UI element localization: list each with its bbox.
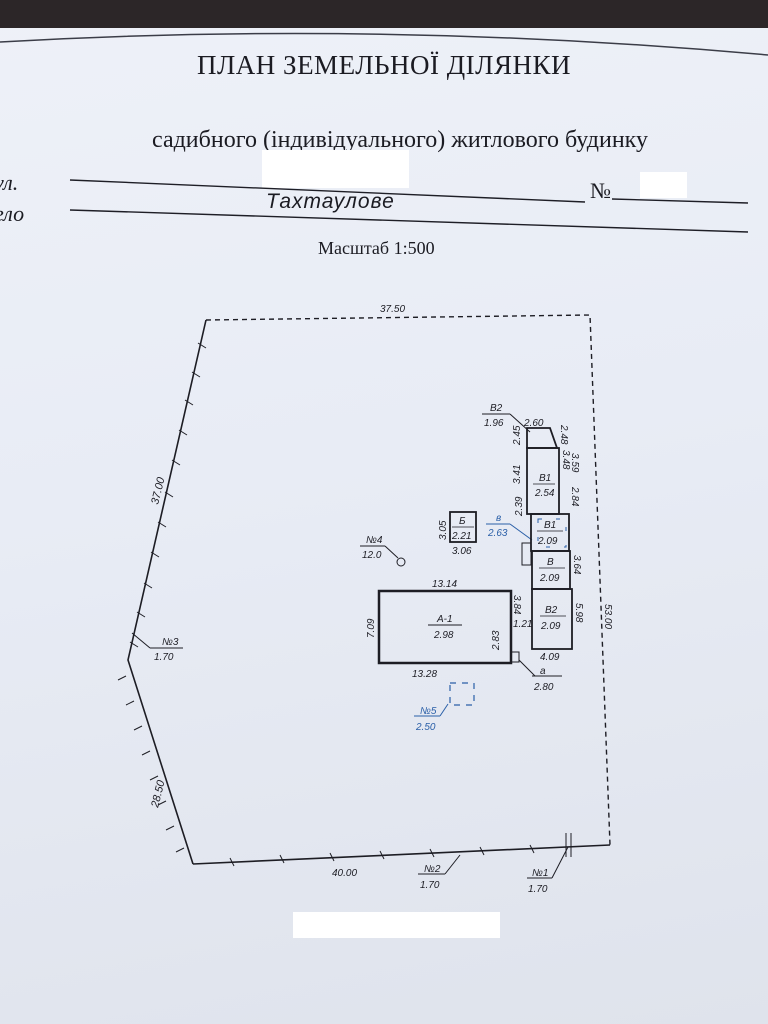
annex-top-width: 2.60 [523, 418, 544, 429]
scale-label: Масштаб 1:500 [318, 238, 435, 258]
annex-v2-height: 2.09 [540, 621, 561, 632]
annex-v1-upper-height: 2.54 [534, 488, 555, 499]
annex-bottom-width: 4.09 [540, 652, 560, 663]
header-frame-line [0, 32, 768, 56]
shed-height: 2.21 [451, 531, 471, 542]
plot-boundary-bottom [192, 844, 611, 865]
number-underline [611, 198, 749, 204]
plot-boundary-left [127, 319, 207, 865]
shed-left-dim: 3.05 [438, 520, 449, 540]
annex-right-dim-6: 5.98 [573, 603, 584, 623]
blue-v-marker: в 2.63 [486, 513, 533, 541]
street-underline [69, 179, 586, 203]
document-title: ПЛАН ЗЕМЕЛЬНОЇ ДІЛЯНКИ [196, 50, 571, 80]
annex-right-dim-2: 3.48 [560, 450, 571, 470]
house-height: 2.98 [433, 630, 454, 641]
house-bottom-dim: 13.28 [412, 669, 437, 680]
annex-v2-top-label: В2 [490, 403, 503, 414]
house-right-dim-1: 3.84 [511, 595, 522, 615]
point-1-number: №1 [532, 868, 548, 879]
street-label: ул. [0, 170, 19, 195]
dim-bottom: 40.00 [332, 868, 357, 879]
house-a1: А-1 2.98 13.14 13.28 7.09 3.84 1.21 2.83 [366, 579, 532, 680]
point-3-value: 1.70 [154, 652, 174, 663]
shed-bottom-dim: 3.06 [452, 546, 472, 557]
blue-v-label: в [496, 513, 501, 524]
dim-left-lower: 28.50 [149, 778, 168, 809]
annex-v1-lower-label: В1 [544, 520, 556, 531]
number-label: № [590, 178, 611, 203]
annex-v1-lower-height: 2.09 [537, 536, 558, 547]
village-underline [69, 209, 749, 233]
fence-ticks [117, 342, 572, 867]
annex-right-dim-1: 2.48 [558, 424, 569, 445]
dim-right: 53.00 [602, 604, 613, 629]
dim-top: 37.50 [380, 304, 405, 315]
house-right-dim-2: 1.21 [513, 619, 532, 630]
annex-v2-top-height: 1.96 [484, 418, 504, 429]
annex-right-dim-5: 3.64 [571, 555, 582, 575]
annex-v: В2 1.96 2.60 В1 2.54 В1 2.09 В 2.09 В2 2… [482, 403, 584, 663]
blue-v-height: 2.63 [487, 528, 508, 539]
village-value: Тахтаулове [266, 190, 395, 213]
house-right-dim-3: 2.83 [491, 630, 502, 651]
point-2-number: №2 [424, 864, 441, 875]
point-5-marker: №5 2.50 [414, 682, 475, 733]
shed-b: Б 2.21 3.05 3.06 [438, 511, 477, 557]
annex-v1-upper-label: В1 [539, 473, 551, 484]
village-label: ело [0, 201, 25, 226]
house-left-dim: 7.09 [366, 618, 377, 638]
annex-left-dim-2: 3.41 [512, 465, 523, 484]
redacted-footer [293, 912, 500, 938]
point-3-number: №3 [162, 637, 179, 648]
redacted-number [640, 172, 687, 198]
porch-height: 2.80 [533, 682, 554, 693]
annex-left-dim-1: 2.45 [512, 425, 523, 446]
point-1-value: 1.70 [528, 884, 548, 895]
document-subtitle: садибного (індивідуального) житлового бу… [152, 127, 648, 153]
plot-boundary-dashed [205, 314, 611, 846]
point-5-value: 2.50 [415, 722, 436, 733]
annex-v-label: В [547, 557, 554, 568]
redacted-street [262, 150, 409, 188]
point-4-marker: №4 12.0 [360, 535, 406, 567]
point-2-value: 1.70 [420, 880, 440, 891]
annex-v-height: 2.09 [539, 573, 560, 584]
house-label: А-1 [436, 614, 453, 625]
annex-right-dim-3: 3.59 [569, 453, 580, 473]
annex-left-dim-3: 2.39 [514, 496, 525, 517]
porch-a: а 2.80 [518, 659, 562, 693]
point-5-number: №5 [420, 706, 437, 717]
point-4-value: 12.0 [362, 550, 382, 561]
annex-v2-label: В2 [545, 605, 558, 616]
point-1-marker: №1 1.70 [527, 846, 569, 895]
point-3-marker: №3 1.70 [131, 632, 183, 663]
shed-label: Б [459, 516, 466, 527]
house-top-dim: 13.14 [432, 579, 457, 590]
annex-right-dim-4: 2.84 [569, 486, 580, 507]
background-edge [0, 0, 768, 28]
porch-label: а [540, 666, 546, 677]
point-4-number: №4 [366, 535, 383, 546]
point-2-marker: №2 1.70 [418, 854, 461, 891]
